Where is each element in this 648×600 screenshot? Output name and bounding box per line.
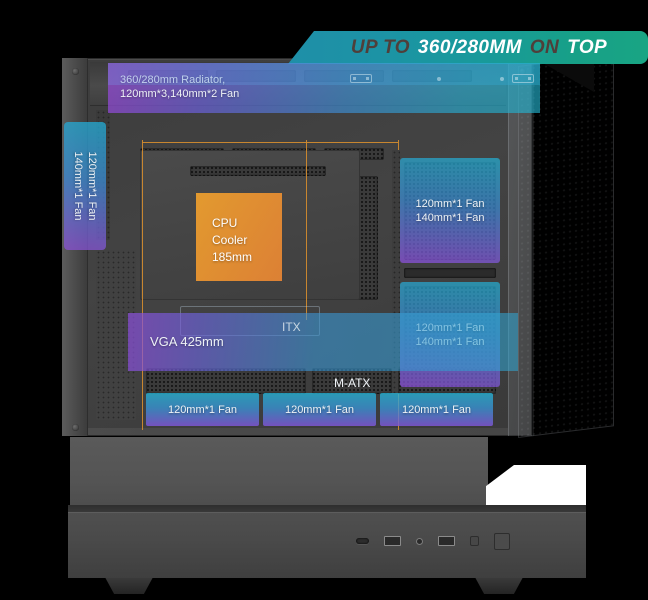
screw-icon [72, 68, 79, 75]
measurement-guide-line [142, 142, 398, 143]
right-top-fan-callout: 120mm*1 Fan 140mm*1 Fan [400, 158, 500, 263]
radiator-label-line1: 360/280mm Radiator, [120, 74, 226, 86]
case-pedestal [70, 437, 488, 517]
right-top-fan-label-line2: 140mm*1 Fan [415, 211, 485, 224]
right-edge-mesh [392, 150, 400, 394]
right-divider-vent [404, 268, 496, 278]
mount-point-icon [500, 77, 504, 81]
banner-text-top: TOP [567, 36, 608, 58]
cpu-cooler-label-line1: CPU [212, 216, 238, 230]
bottom-fan-callouts: 120mm*1 Fan 120mm*1 Fan 120mm*1 Fan [146, 393, 493, 426]
screw-icon [72, 424, 79, 431]
case-foot [475, 578, 523, 594]
power-button[interactable] [494, 532, 510, 550]
radiator-label-line2: 120mm*3,140mm*2 Fan [120, 88, 240, 100]
reset-button[interactable] [470, 536, 479, 546]
vga-label: VGA 425mm [150, 334, 224, 349]
usb-c-port-icon[interactable] [356, 538, 369, 544]
banner-text-on: ON [529, 36, 560, 58]
radiator-module-icon [512, 74, 534, 83]
vga-callout: VGA 425mm [128, 313, 518, 371]
left-fan-callout: 120mm*1 Fan 140mm*1 Fan [64, 122, 106, 250]
cpu-cooler-callout: CPU Cooler 185mm [196, 193, 282, 281]
bottom-mesh-panel [146, 368, 306, 394]
radiator-callout: 360/280mm Radiator, 120mm*3,140mm*2 Fan [108, 63, 540, 113]
cpu-cooler-label-line2: Cooler [212, 233, 248, 247]
bottom-fan-label: 120mm*1 Fan [401, 403, 472, 416]
bottom-fan-callout: 120mm*1 Fan [146, 393, 259, 426]
usb-a-port-icon[interactable] [438, 536, 455, 546]
side-panel-edge [508, 60, 534, 436]
cpu-cooler-label-line3: 185mm [212, 250, 253, 264]
banner-text-size: 360/280MM [417, 36, 522, 58]
mobo-top-mesh [190, 166, 326, 176]
bottom-mesh-panel [312, 368, 392, 394]
left-fan-label-line1: 120mm*1 Fan [86, 151, 98, 221]
measurement-guide-line [142, 140, 143, 430]
measurement-guide-line [306, 140, 307, 320]
top-banner: UP TO 360/280MM ON TOP [288, 31, 648, 64]
front-io-panel [356, 532, 510, 550]
bottom-fan-callout: 120mm*1 Fan [380, 393, 493, 426]
bottom-fan-callout: 120mm*1 Fan [263, 393, 376, 426]
usb-a-port-icon[interactable] [384, 536, 401, 546]
radiator-module-icon [350, 74, 372, 83]
banner-text-up-to: UP TO [350, 36, 410, 58]
mount-point-icon [437, 77, 441, 81]
bottom-fan-label: 120mm*1 Fan [284, 403, 355, 416]
matx-label: M-ATX [334, 376, 371, 390]
bottom-fan-label: 120mm*1 Fan [167, 403, 238, 416]
base-top-edge [68, 505, 586, 515]
audio-jack-icon[interactable] [416, 537, 423, 545]
itx-label: ITX [282, 320, 301, 334]
right-top-fan-label-line1: 120mm*1 Fan [415, 197, 485, 210]
left-fan-label-line2: 140mm*1 Fan [72, 151, 84, 221]
case-foot [105, 578, 153, 594]
